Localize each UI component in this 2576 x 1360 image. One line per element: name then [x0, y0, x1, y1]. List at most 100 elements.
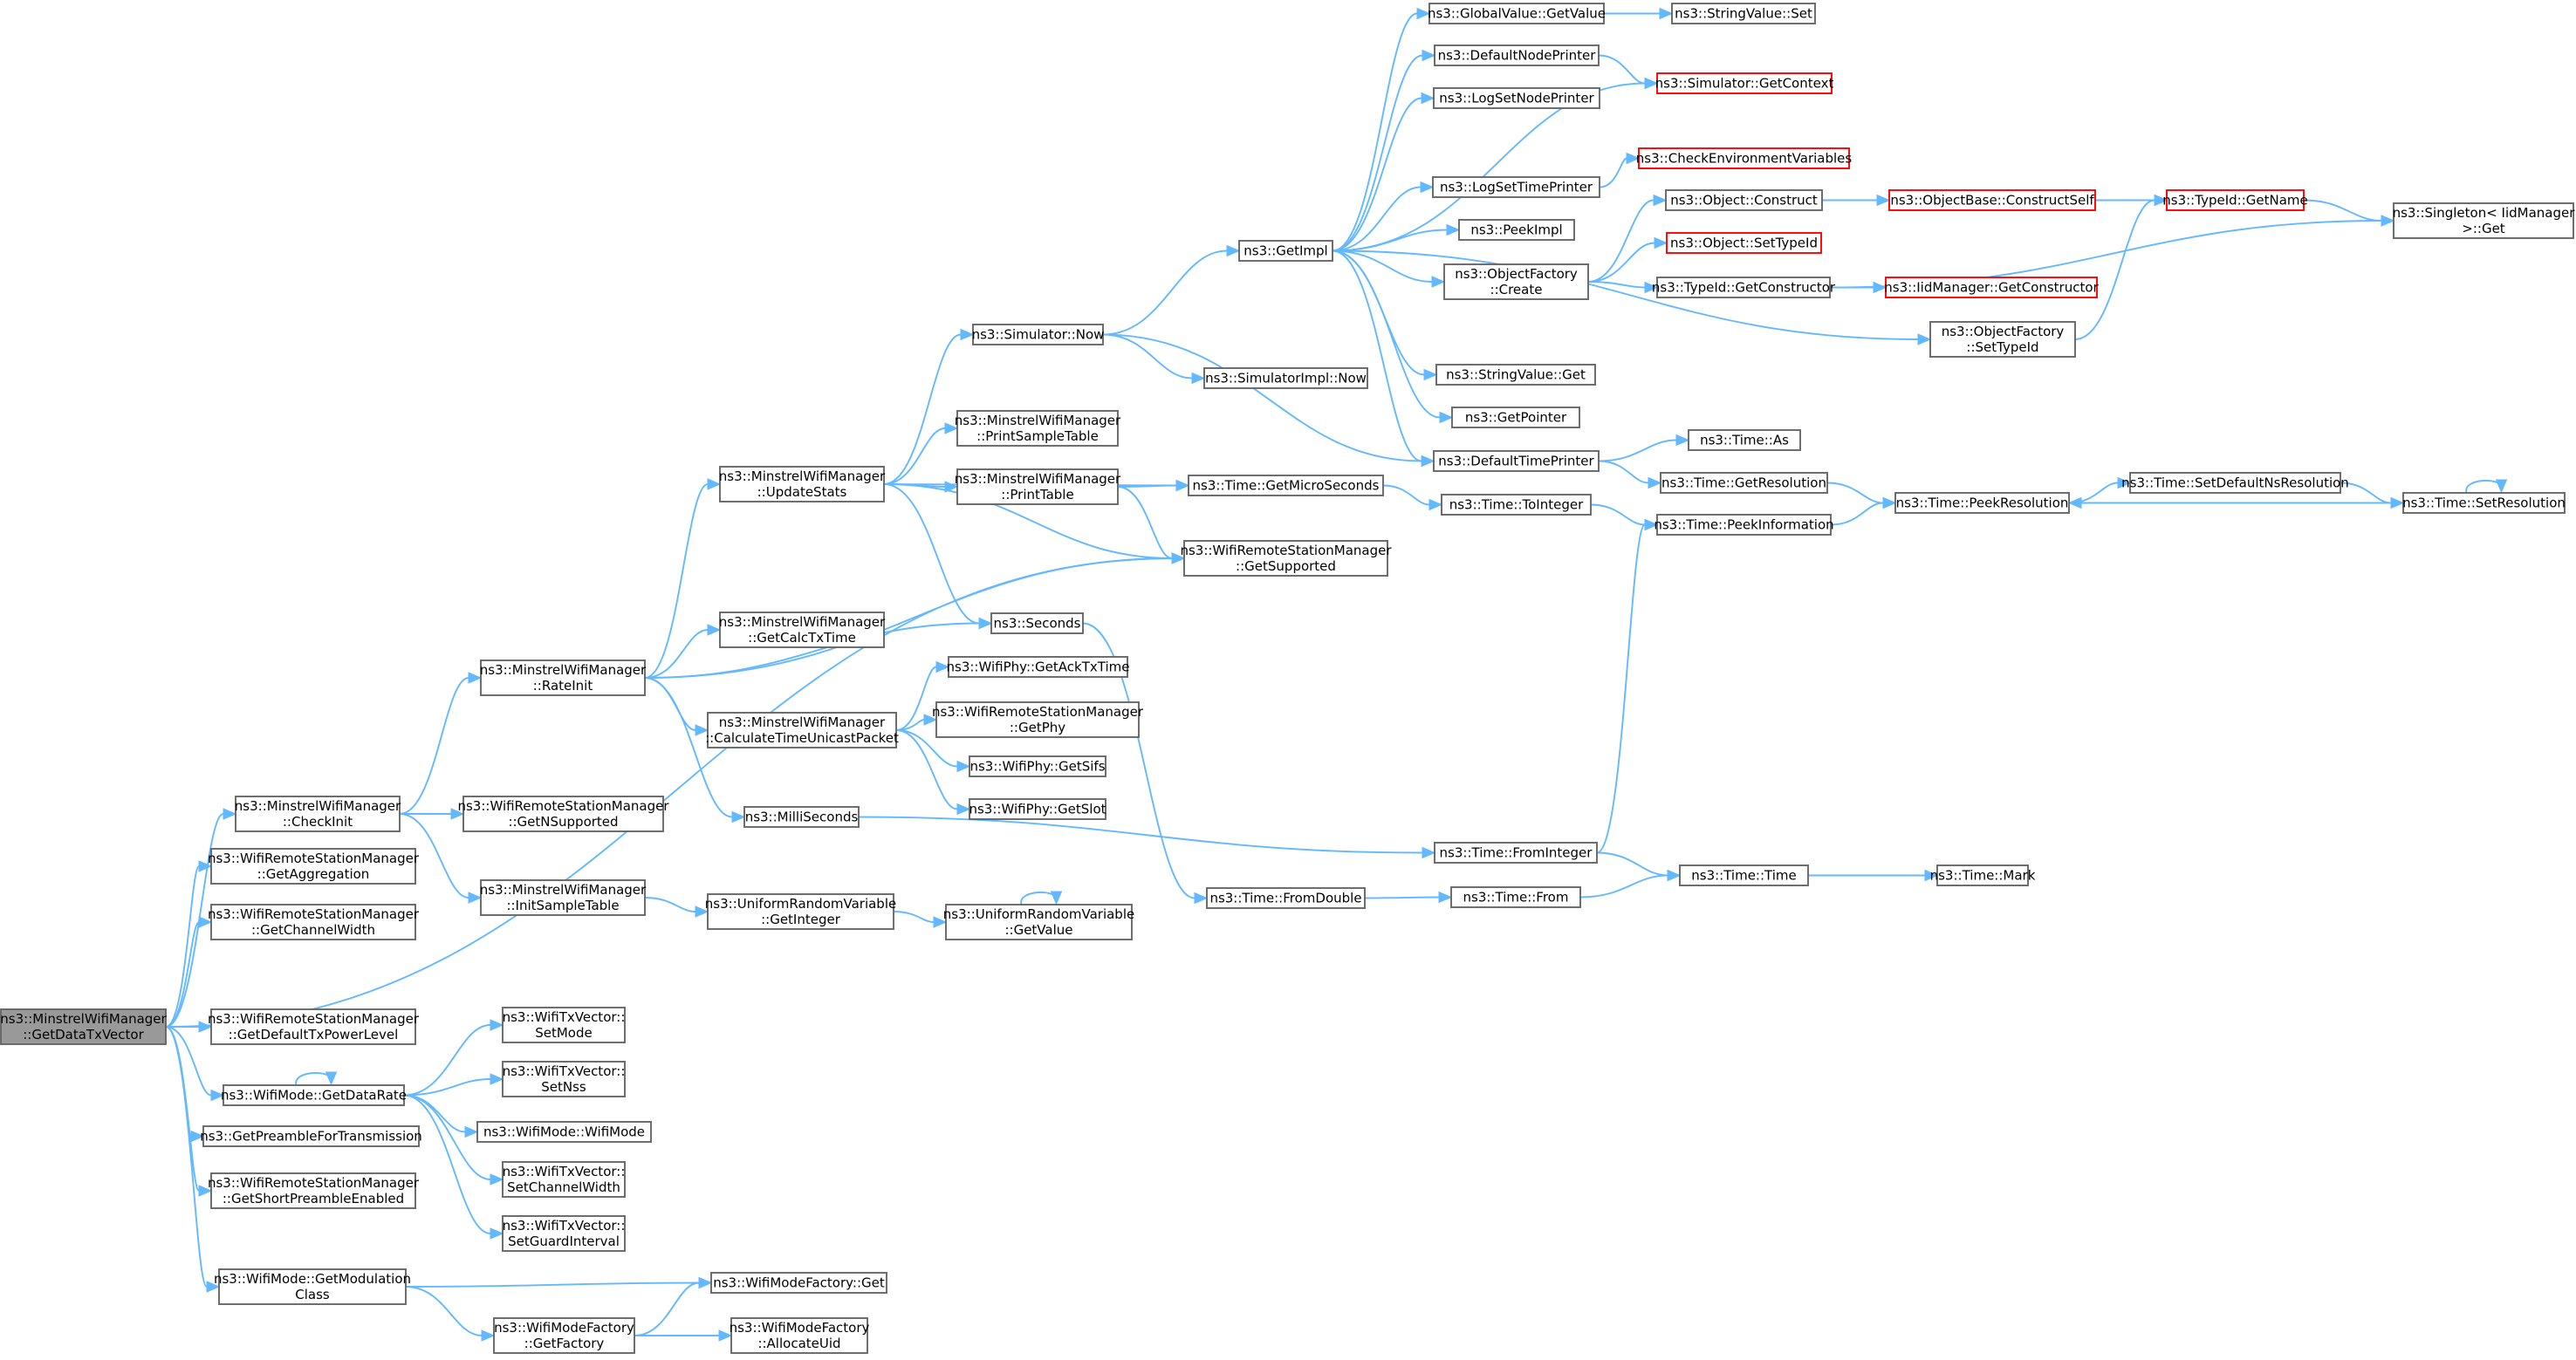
edge-fromdouble-to-timefrom: [1364, 891, 1453, 904]
edge-getimpl-to-objfactcreate: [1332, 249, 1446, 288]
node-uniget[interactable]: ns3::UniformRandomVariable::GetInteger: [705, 893, 896, 930]
node-peekinfo[interactable]: ns3::Time::PeekInformation: [1654, 514, 1834, 536]
node-timeas[interactable]: ns3::Time::As: [1688, 429, 1801, 451]
node-unigetval[interactable]: ns3::UniformRandomVariable::GetValue: [943, 904, 1134, 940]
node-label: ns3::Time::FromInteger: [1440, 845, 1593, 861]
node-wifimode[interactable]: ns3::WifiMode::WifiMode: [476, 1121, 652, 1143]
node-label: ns3::WifiMode::GetDataRate: [221, 1088, 407, 1104]
node-label: ns3::Time::PeekResolution: [1896, 495, 2069, 511]
node-getphy[interactable]: ns3::WifiRemoteStationManager::GetPhy: [932, 701, 1144, 738]
node-singletonget[interactable]: ns3::Singleton< IidManager>::Get: [2393, 202, 2576, 239]
node-logsetnode[interactable]: ns3::LogSetNodePrinter: [1433, 87, 1600, 109]
node-setmode[interactable]: ns3::WifiTxVector::SetMode: [502, 1007, 626, 1043]
node-getshortpre[interactable]: ns3::WifiRemoteStationManager::GetShortP…: [208, 1172, 420, 1209]
node-initsample[interactable]: ns3::MinstrelWifiManager::InitSampleTabl…: [480, 879, 647, 916]
node-label: ::RateInit: [533, 678, 593, 694]
edge-getdatarate-to-setmode: [403, 1019, 504, 1097]
edge-gvgetvalue-to-svset: [1604, 7, 1674, 20]
node-defnodeprinter[interactable]: ns3::DefaultNodePrinter: [1434, 44, 1600, 66]
node-setres[interactable]: ns3::Time::SetResolution: [2402, 492, 2566, 514]
node-logsettime[interactable]: ns3::LogSetTimePrinter: [1432, 176, 1600, 198]
node-millisec[interactable]: ns3::MilliSeconds: [743, 806, 860, 828]
node-root[interactable]: ns3::MinstrelWifiManager::GetDataTxVecto…: [0, 1008, 168, 1045]
node-updatestats[interactable]: ns3::MinstrelWifiManager::UpdateStats: [719, 466, 886, 502]
node-getslot[interactable]: ns3::WifiPhy::GetSlot: [969, 798, 1106, 820]
node-getacktx[interactable]: ns3::WifiPhy::GetAckTxTime: [947, 656, 1130, 678]
edge-root-to-getaggr: [165, 860, 213, 1028]
node-getaggr[interactable]: ns3::WifiRemoteStationManager::GetAggreg…: [208, 848, 420, 885]
node-deftimeprinter[interactable]: ns3::DefaultTimePrinter: [1433, 450, 1600, 472]
node-checkenv[interactable]: ns3::CheckEnvironmentVariables: [1636, 147, 1853, 169]
node-timetime[interactable]: ns3::Time::Time: [1679, 865, 1809, 886]
node-wmfget[interactable]: ns3::WifiModeFactory::Get: [710, 1272, 887, 1294]
node-label: ns3::MinstrelWifiManager: [480, 882, 647, 898]
node-getdeftx[interactable]: ns3::WifiRemoteStationManager::GetDefaul…: [208, 1008, 420, 1045]
node-getdatarate[interactable]: ns3::WifiMode::GetDataRate: [221, 1084, 407, 1106]
edge-setdefns-to-setres: [2340, 482, 2405, 509]
node-frominteger[interactable]: ns3::Time::FromInteger: [1434, 842, 1598, 864]
node-objfactcreate[interactable]: ns3::ObjectFactory::Create: [1443, 263, 1589, 300]
node-svget[interactable]: ns3::StringValue::Get: [1435, 364, 1596, 386]
node-iidgetctor[interactable]: ns3::IidManager::GetConstructor: [1884, 277, 2100, 298]
node-svset[interactable]: ns3::StringValue::Set: [1671, 3, 1816, 24]
node-getimpl[interactable]: ns3::GetImpl: [1238, 240, 1333, 262]
node-label: ns3::WifiRemoteStationManager: [208, 1175, 420, 1191]
node-objconstruct[interactable]: ns3::Object::Construct: [1665, 189, 1823, 211]
node-printtable[interactable]: ns3::MinstrelWifiManager::PrintTable: [955, 468, 1121, 505]
node-getsupported[interactable]: ns3::WifiRemoteStationManager::GetSuppor…: [1180, 540, 1392, 577]
node-setchw[interactable]: ns3::WifiTxVector::SetChannelWidth: [502, 1161, 626, 1198]
node-objbasector[interactable]: ns3::ObjectBase::ConstructSelf: [1888, 189, 2096, 211]
edge-calctime-to-getslot: [895, 729, 971, 816]
edge-setres-to-peekres: [2067, 496, 2404, 509]
node-simnow[interactable]: ns3::Simulator::Now: [972, 324, 1105, 345]
node-label: ns3::Object::SetTypeId: [1670, 236, 1818, 251]
node-typeidgetname[interactable]: ns3::TypeId::GetName: [2162, 189, 2308, 211]
edge-setres-to-setres: [2465, 479, 2508, 494]
node-simgetctx[interactable]: ns3::Simulator::GetContext: [1655, 72, 1834, 94]
edge-logsettime-to-checkenv: [1599, 152, 1641, 188]
edge-updatestats-to-simnow: [883, 328, 975, 485]
node-objfactsettype[interactable]: ns3::ObjectFactory::SetTypeId: [1929, 321, 2076, 358]
node-printsample[interactable]: ns3::MinstrelWifiManager::PrintSampleTab…: [955, 410, 1121, 447]
node-seconds[interactable]: ns3::Seconds: [990, 612, 1084, 634]
node-getpreamble[interactable]: ns3::GetPreambleForTransmission: [200, 1125, 422, 1147]
node-getfactory[interactable]: ns3::WifiModeFactory::GetFactory: [493, 1317, 635, 1354]
node-label: SetGuardInterval: [508, 1234, 620, 1249]
node-label: ns3::GetPointer: [1465, 410, 1567, 426]
node-label: ns3::MinstrelWifiManager: [235, 798, 401, 814]
node-checkinit[interactable]: ns3::MinstrelWifiManager::CheckInit: [235, 796, 401, 832]
node-allocuid[interactable]: ns3::WifiModeFactory::AllocateUid: [730, 1317, 870, 1354]
node-setgi[interactable]: ns3::WifiTxVector::SetGuardInterval: [502, 1215, 626, 1252]
edge-getimpl-to-peekimpl: [1332, 223, 1461, 252]
node-objsettypeid[interactable]: ns3::Object::SetTypeId: [1666, 232, 1822, 254]
node-calctime[interactable]: ns3::MinstrelWifiManager::CalculateTimeU…: [705, 712, 899, 748]
node-getnsupp[interactable]: ns3::WifiRemoteStationManager::GetNSuppo…: [457, 796, 669, 832]
node-peekres[interactable]: ns3::Time::PeekResolution: [1894, 492, 2070, 514]
node-gvgetvalue[interactable]: ns3::GlobalValue::GetValue: [1428, 3, 1606, 24]
node-timemark[interactable]: ns3::Time::Mark: [1930, 865, 2036, 886]
node-getchw[interactable]: ns3::WifiRemoteStationManager::GetChanne…: [208, 904, 420, 940]
node-label: ns3::ObjectFactory: [1942, 324, 2065, 339]
node-getmicro[interactable]: ns3::Time::GetMicroSeconds: [1188, 475, 1384, 496]
node-getsifs[interactable]: ns3::WifiPhy::GetSifs: [969, 755, 1106, 777]
node-getpointer[interactable]: ns3::GetPointer: [1451, 407, 1580, 428]
node-label: ns3::LogSetNodePrinter: [1439, 91, 1594, 106]
node-setnss[interactable]: ns3::WifiTxVector::SetNss: [502, 1061, 626, 1097]
node-setdefns[interactable]: ns3::Time::SetDefaultNsResolution: [2121, 472, 2349, 494]
node-label: ::GetNSupported: [508, 814, 618, 830]
node-getres[interactable]: ns3::Time::GetResolution: [1660, 472, 1828, 494]
node-getcalc[interactable]: ns3::MinstrelWifiManager::GetCalcTxTime: [719, 612, 886, 648]
node-typeidgetctor[interactable]: ns3::TypeId::GetConstructor: [1652, 277, 1836, 298]
node-timefrom[interactable]: ns3::Time::From: [1450, 886, 1581, 908]
edge-getimpl-to-gvgetvalue: [1332, 7, 1431, 252]
edge-objconstruct-to-objbasector: [1822, 194, 1891, 207]
node-label: ::GetChannelWidth: [251, 922, 375, 938]
node-simimplnow[interactable]: ns3::SimulatorImpl::Now: [1203, 367, 1368, 389]
node-peekimpl[interactable]: ns3::PeekImpl: [1458, 219, 1575, 241]
node-fromdouble[interactable]: ns3::Time::FromDouble: [1206, 887, 1366, 909]
edge-getmicro-to-tointeger: [1382, 484, 1443, 511]
node-label: Class: [295, 1287, 330, 1302]
node-tointeger[interactable]: ns3::Time::ToInteger: [1441, 494, 1592, 516]
node-rateinit[interactable]: ns3::MinstrelWifiManager::RateInit: [480, 659, 647, 696]
